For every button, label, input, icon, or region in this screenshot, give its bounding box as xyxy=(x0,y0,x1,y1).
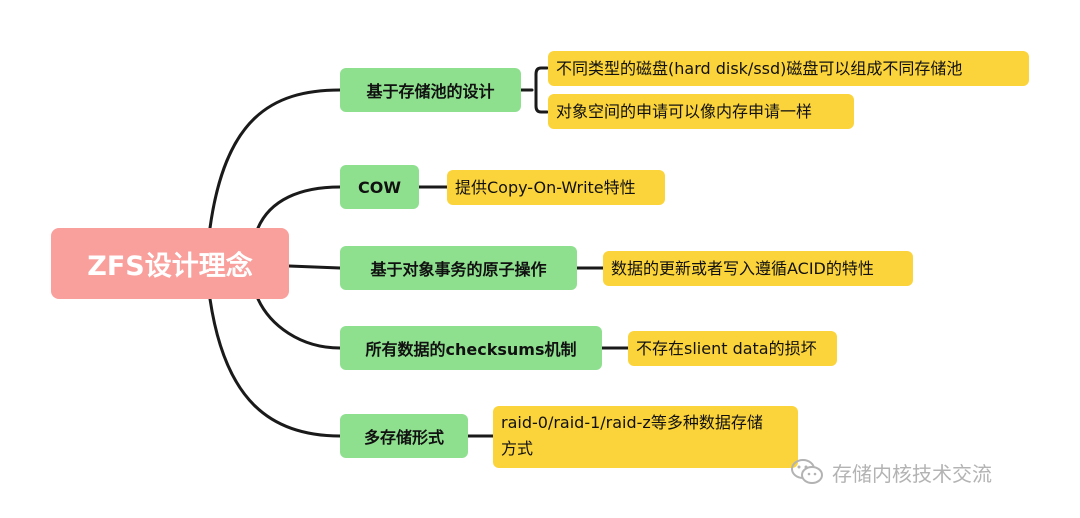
leaf-node-storage-pool-2[interactable]: 对象空间的申请可以像内存申请一样 xyxy=(548,94,854,129)
branch-label: 基于存储池的设计 xyxy=(366,82,495,101)
root-label: ZFS设计理念 xyxy=(87,251,253,282)
branch-node-checksums[interactable]: 所有数据的checksums机制 xyxy=(340,326,602,370)
watermark-label: 存储内核技术交流 xyxy=(832,461,992,486)
connector-root-branch-3 xyxy=(287,264,342,270)
leaf-label: 提供Copy-On-Write特性 xyxy=(455,177,636,197)
branch-label: 所有数据的checksums机制 xyxy=(365,340,577,359)
branch-node-storage-forms[interactable]: 多存储形式 xyxy=(340,414,468,458)
branch-label: 多存储形式 xyxy=(363,428,444,447)
watermark: 存储内核技术交流 xyxy=(790,452,992,492)
connector-branch-1-bracket xyxy=(519,66,549,114)
leaf-node-storage-forms[interactable]: raid-0/raid-1/raid-z等多种数据存储 方式 xyxy=(493,406,798,468)
leaf-node-atomic-ops[interactable]: 数据的更新或者写入遵循ACID的特性 xyxy=(603,251,913,286)
root-node[interactable]: ZFS设计理念 xyxy=(51,228,289,299)
wechat-icon xyxy=(790,457,824,487)
leaf-node-storage-pool-1[interactable]: 不同类型的磁盘(hard disk/ssd)磁盘可以组成不同存储池 xyxy=(548,51,1029,86)
connector-root-branch-5 xyxy=(208,297,342,438)
branch-label: COW xyxy=(358,177,401,197)
leaf-label-line-1: raid-0/raid-1/raid-z等多种数据存储 xyxy=(501,413,763,432)
leaf-label: 数据的更新或者写入遵循ACID的特性 xyxy=(611,258,874,278)
branch-node-storage-pool[interactable]: 基于存储池的设计 xyxy=(340,68,521,112)
connector-root-branch-1 xyxy=(208,88,342,230)
leaf-label: 不存在slient data的损坏 xyxy=(636,338,817,358)
leaf-label: 不同类型的磁盘(hard disk/ssd)磁盘可以组成不同存储池 xyxy=(556,58,963,78)
leaf-label-line-2: 方式 xyxy=(501,439,534,458)
leaf-node-cow[interactable]: 提供Copy-On-Write特性 xyxy=(447,170,665,205)
leaf-node-checksums[interactable]: 不存在slient data的损坏 xyxy=(628,331,837,366)
branch-label: 基于对象事务的原子操作 xyxy=(370,260,547,279)
leaf-label: 对象空间的申请可以像内存申请一样 xyxy=(556,101,813,121)
branch-node-cow[interactable]: COW xyxy=(340,165,419,209)
branch-node-atomic-ops[interactable]: 基于对象事务的原子操作 xyxy=(340,246,577,290)
connector-root-branch-2 xyxy=(256,185,342,230)
connector-root-branch-4 xyxy=(256,297,342,350)
